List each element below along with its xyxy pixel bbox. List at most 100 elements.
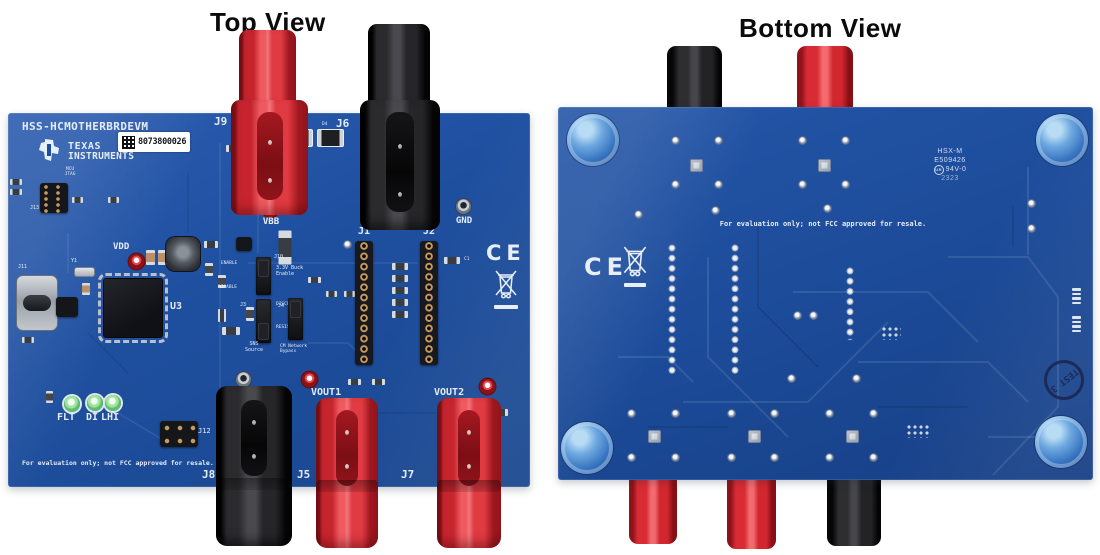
smd-component <box>22 337 34 343</box>
c1-label: C1 <box>464 257 470 262</box>
j13-label: J13 <box>30 205 40 211</box>
diode-d4 <box>317 129 344 147</box>
jtag-header <box>40 183 68 213</box>
j10-jumper <box>256 257 271 295</box>
crystal-component <box>74 267 95 277</box>
smd-component <box>72 197 83 203</box>
j3-jumper <box>256 299 271 343</box>
capacitor-component <box>158 250 167 265</box>
via-pad <box>344 241 351 248</box>
y1-label: Y1 <box>71 258 78 264</box>
j1-label: J1 <box>358 226 371 237</box>
j1-header-socket <box>355 241 373 365</box>
through-hole-column <box>666 243 678 376</box>
board-name-silkscreen: HSS-HCMOTHERBRDEVM <box>22 120 149 133</box>
test-stamp: TEST 3 <box>1035 351 1093 409</box>
j8-label: J8 <box>202 468 216 481</box>
resistor-label: RESISTOR <box>276 325 298 330</box>
disclaimer-top-board: For evaluation only; not FCC approved fo… <box>22 459 214 467</box>
standoff-foot <box>1036 114 1088 166</box>
capacitor-component <box>146 250 155 265</box>
gnd-bottom-test-point <box>236 372 251 387</box>
bottom-view-title: Bottom View <box>739 13 902 43</box>
via-pad <box>810 312 817 319</box>
edge-connector-pads <box>1072 288 1081 304</box>
vbb-label: VBB <box>262 217 280 227</box>
weee-icon <box>623 246 647 277</box>
serial-sticker: 8073800026 <box>118 132 191 152</box>
smd-component <box>218 309 226 322</box>
smd-component <box>205 263 213 276</box>
fab-line2: E509426 <box>934 157 966 164</box>
smd-component <box>108 197 119 203</box>
weee-bar <box>494 305 518 309</box>
j12-header <box>160 421 198 447</box>
ce-mark: CE <box>584 253 629 281</box>
mcu-chip <box>98 273 168 343</box>
vout2-test-point <box>480 379 495 394</box>
via-grid <box>881 326 901 340</box>
smd-component <box>348 379 361 385</box>
smd-component <box>372 379 385 385</box>
smd-component <box>218 275 226 288</box>
through-hole-column <box>729 243 741 376</box>
j3-label: J3 <box>240 302 247 308</box>
standoff-foot <box>1035 416 1087 468</box>
j11-label: J11 <box>18 264 28 270</box>
weee-icon <box>495 270 517 299</box>
vdd-test-point <box>129 254 144 269</box>
barcode-icon <box>122 135 135 149</box>
ic-component <box>56 297 78 317</box>
via-pad <box>824 205 831 212</box>
lhi-led <box>105 395 121 411</box>
smd-component <box>392 287 408 294</box>
vdd-label: VDD <box>113 242 130 252</box>
gnd-top-test-point <box>456 199 471 214</box>
smd-component <box>392 311 408 318</box>
fab-line3: 94V-0 <box>945 166 967 173</box>
di-led <box>87 395 103 411</box>
lhi-label: LHI <box>101 412 120 423</box>
via-pad <box>712 207 719 214</box>
smd-component <box>392 299 408 306</box>
sns-source-label: SNS Source <box>244 341 264 353</box>
j4-label: J4 <box>278 303 285 309</box>
ce-mark: CE <box>486 241 526 265</box>
via-grid <box>906 424 930 438</box>
j10-label: J10 <box>274 254 284 260</box>
ti-brand-line2: INSTRUMENTS <box>68 151 135 162</box>
via-pad <box>794 312 801 319</box>
d4-label: D4 <box>322 122 328 127</box>
smd-component <box>308 277 321 283</box>
j7-label: J7 <box>401 468 415 481</box>
j2-header-socket <box>420 241 438 365</box>
through-hole-column <box>844 266 856 340</box>
j6-label: J6 <box>336 117 350 130</box>
vout1-label: VOUT1 <box>311 387 342 398</box>
ic-component <box>236 237 252 251</box>
j4-jumper <box>288 298 303 340</box>
smd-component <box>10 179 22 185</box>
j9-label: J9 <box>214 115 228 128</box>
via-pad <box>635 211 642 218</box>
inductor-component <box>166 237 200 271</box>
via-pad <box>1028 225 1035 232</box>
smd-component <box>222 327 240 335</box>
fab-line1: HSX-M <box>937 148 963 155</box>
smd-component <box>10 189 22 195</box>
mcu-jtag-label: MCU JTAG <box>64 167 76 178</box>
usb-c-connector <box>16 275 58 331</box>
smd-component <box>204 241 218 248</box>
serial-number: 8073800026 <box>138 137 187 147</box>
ti-brand-line1: TEXAS <box>68 141 102 152</box>
buck-enable-label: 3.3V Buck Enable <box>276 265 304 277</box>
gnd-top-label: GND <box>455 216 473 226</box>
smd-component <box>494 409 508 416</box>
flt-led <box>64 396 80 412</box>
j5-label: J5 <box>297 468 311 481</box>
ul-mark-icon: UR <box>933 164 944 175</box>
flt-label: FLT <box>57 412 76 423</box>
smd-component <box>326 291 337 297</box>
